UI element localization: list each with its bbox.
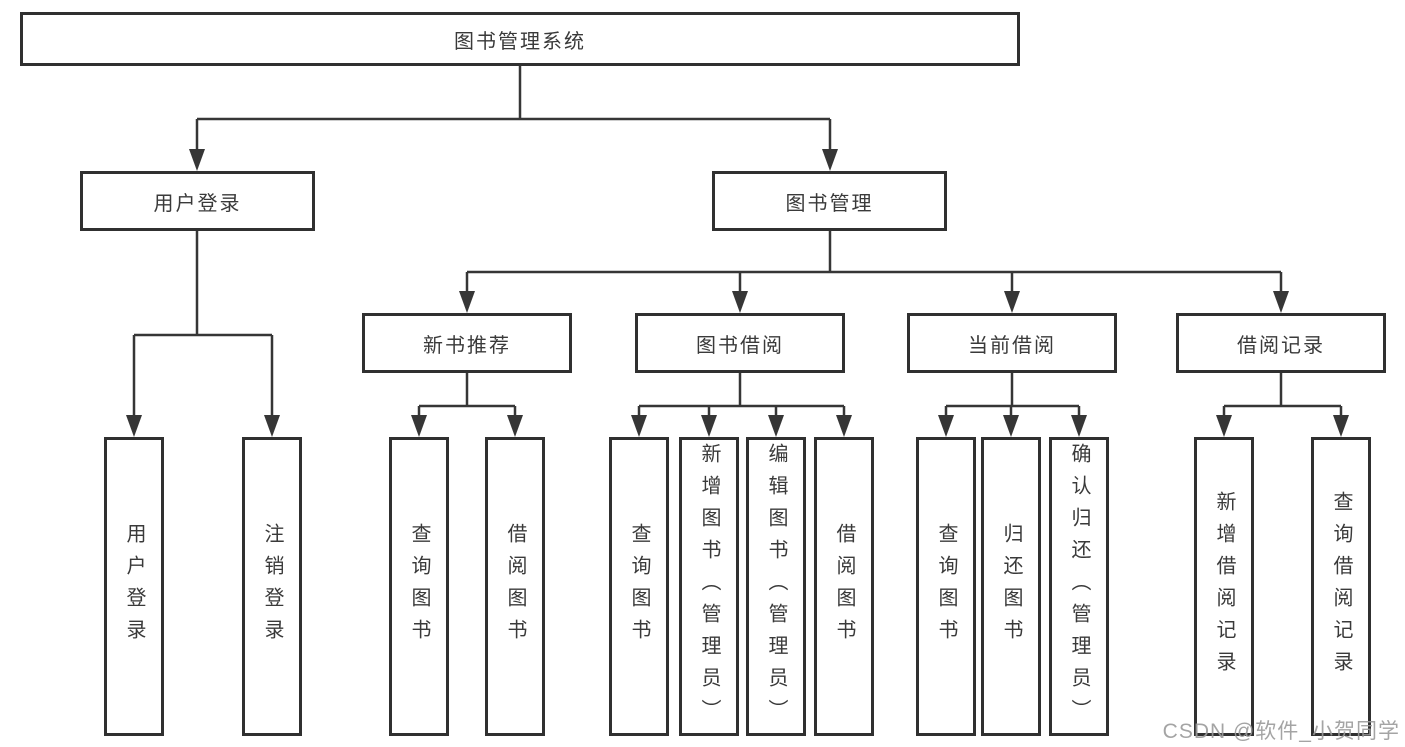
node-current-borrowing: 当前借阅: [907, 313, 1117, 373]
node-book-management: 图书管理: [712, 171, 947, 231]
leaf-borrow-books-1: 借阅图书: [485, 437, 545, 736]
leaf-logout: 注销登录: [242, 437, 302, 736]
leaf-query-books-2: 查询图书: [609, 437, 669, 736]
leaf-confirm-return-admin: 确认归还（管理员）: [1049, 437, 1109, 736]
node-new-book-recommendation: 新书推荐: [362, 313, 572, 373]
leaf-edit-book-admin: 编辑图书（管理员）: [746, 437, 806, 736]
node-book-borrowing: 图书借阅: [635, 313, 845, 373]
leaf-query-borrow-record: 查询借阅记录: [1311, 437, 1371, 736]
node-borrowing-records: 借阅记录: [1176, 313, 1386, 373]
leaf-return-books: 归还图书: [981, 437, 1041, 736]
leaf-borrow-books-2: 借阅图书: [814, 437, 874, 736]
csdn-watermark: CSDN @软件_小贺同学: [1162, 720, 1400, 743]
leaf-query-books-3: 查询图书: [916, 437, 976, 736]
node-user-login: 用户登录: [80, 171, 315, 231]
leaf-add-book-admin: 新增图书（管理员）: [679, 437, 739, 736]
leaf-query-books-1: 查询图书: [389, 437, 449, 736]
node-library-management-system: 图书管理系统: [20, 12, 1020, 66]
leaf-add-borrow-record: 新增借阅记录: [1194, 437, 1254, 736]
leaf-user-login: 用户登录: [104, 437, 164, 736]
